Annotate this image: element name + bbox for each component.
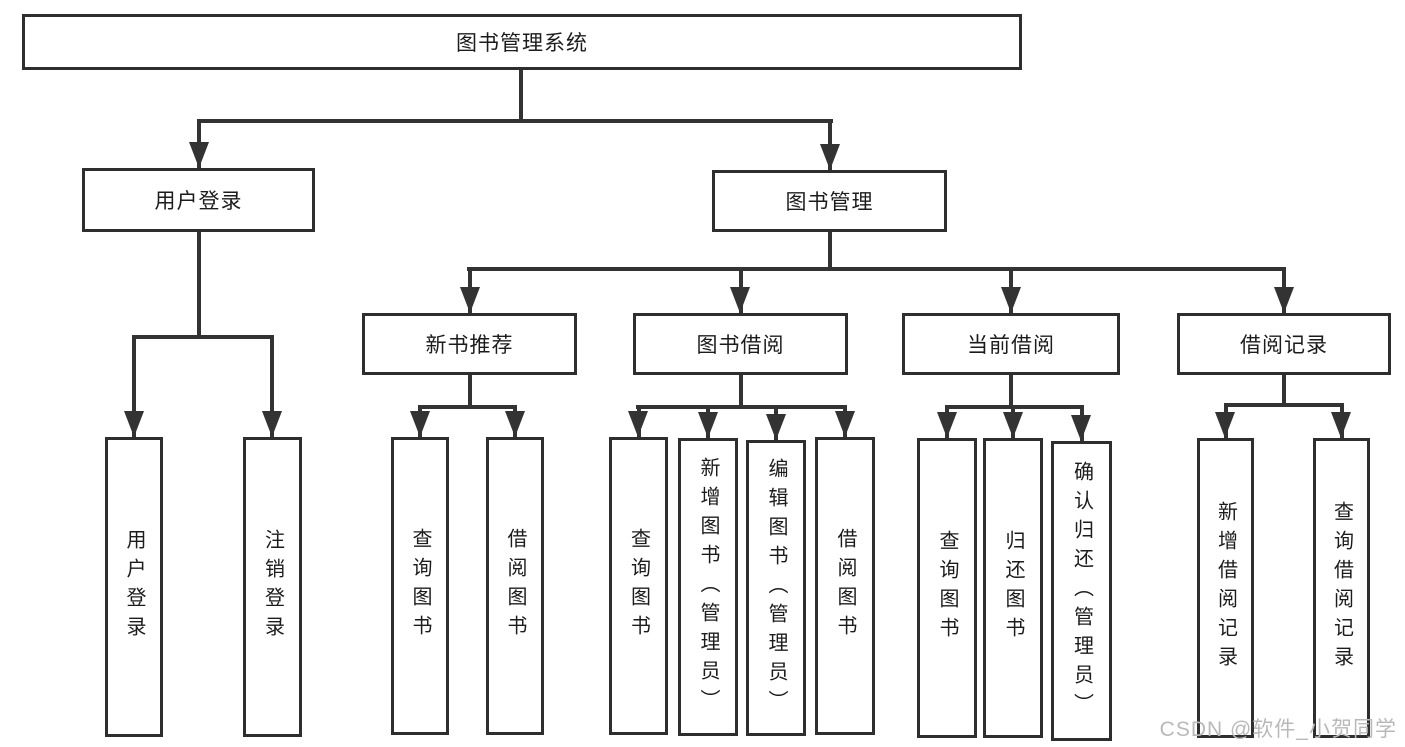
leaf-rec-query-book-label: 查询图书 <box>409 528 431 644</box>
leaf-br-query-record: 查询借阅记录 <box>1313 438 1370 738</box>
node-new-book-rec: 新书推荐 <box>362 313 577 375</box>
down-arrow-cb-query-book <box>937 412 957 438</box>
leaf-bb-add-book: 新增图书（管理员） <box>678 438 738 736</box>
down-arrow-rec-query-book <box>410 411 430 437</box>
leaf-logout-label: 注销登录 <box>261 529 284 645</box>
leaf-user-login-label: 用户登录 <box>123 529 145 645</box>
node-current-borrow-label: 当前借阅 <box>967 334 1055 357</box>
connector-root-branch <box>197 119 833 123</box>
node-book-mgmt-label: 图书管理 <box>785 191 874 214</box>
node-borrow-record-label: 借阅记录 <box>1240 334 1328 357</box>
connector-book-mgmt-stub <box>828 232 832 270</box>
node-book-borrow-label: 图书借阅 <box>696 334 785 357</box>
leaf-bb-query-book: 查询图书 <box>609 437 668 735</box>
node-user-login-label: 用户登录 <box>154 190 243 213</box>
connector-borrow-record-stub <box>1282 375 1286 405</box>
down-arrow-bb-borrow-book <box>835 411 855 437</box>
connector-current-borrow-stub <box>1009 375 1013 407</box>
leaf-bb-edit-book: 编辑图书（管理员） <box>746 440 806 736</box>
leaf-br-add-record-label: 新增借阅记录 <box>1214 501 1237 675</box>
node-root: 图书管理系统 <box>22 14 1022 70</box>
node-borrow-record: 借阅记录 <box>1177 313 1391 375</box>
down-arrow-br-query-record <box>1331 412 1351 438</box>
down-arrow-cb-return-book <box>1003 412 1023 438</box>
leaf-cb-confirm-return-label: 确认归还（管理员） <box>1070 460 1093 722</box>
leaf-rec-query-book: 查询图书 <box>391 437 449 735</box>
leaf-bb-query-book-label: 查询图书 <box>627 528 650 644</box>
down-arrow-br-add-record <box>1215 412 1235 438</box>
leaf-user-login: 用户登录 <box>105 437 163 737</box>
connector-to-login-leaf <box>132 335 136 437</box>
connector-user-login-branch <box>132 335 274 339</box>
leaf-bb-edit-book-label: 编辑图书（管理员） <box>765 457 787 719</box>
node-book-borrow: 图书借阅 <box>633 313 848 375</box>
down-arrow-cb-confirm-return <box>1071 415 1091 441</box>
leaf-br-add-record: 新增借阅记录 <box>1197 438 1254 738</box>
leaf-cb-query-book-label: 查询图书 <box>936 530 958 646</box>
down-arrow-rec-borrow-book <box>505 411 525 437</box>
down-arrow-login-leaf <box>124 411 144 437</box>
connector-root-stub <box>519 70 523 122</box>
connector-new-book-rec-branch <box>418 405 517 409</box>
connector-user-login-stub <box>197 232 201 339</box>
node-root-label: 图书管理系统 <box>456 32 588 55</box>
watermark: CSDN @软件_小贺同学 <box>1159 718 1397 741</box>
down-arrow-book-borrow <box>730 287 750 313</box>
down-arrow-user-login <box>189 142 209 168</box>
leaf-cb-confirm-return: 确认归还（管理员） <box>1051 441 1112 741</box>
leaf-bb-borrow-book-label: 借阅图书 <box>834 528 856 644</box>
leaf-cb-return-book-label: 归还图书 <box>1002 530 1024 646</box>
connector-book-borrow-branch <box>636 405 847 409</box>
leaf-logout: 注销登录 <box>243 437 302 737</box>
down-arrow-new-book-rec <box>460 287 480 313</box>
node-book-mgmt: 图书管理 <box>712 170 947 232</box>
leaf-rec-borrow-book-label: 借阅图书 <box>504 528 526 644</box>
leaf-br-query-record-label: 查询借阅记录 <box>1330 501 1353 675</box>
leaf-cb-return-book: 归还图书 <box>983 438 1043 738</box>
connector-to-logout-leaf <box>270 335 274 437</box>
connector-borrow-record-branch <box>1224 403 1344 407</box>
node-current-borrow: 当前借阅 <box>902 313 1120 375</box>
node-user-login: 用户登录 <box>82 168 315 232</box>
down-arrow-current-borrow <box>1001 287 1021 313</box>
connector-book-borrow-stub <box>739 375 743 407</box>
down-arrow-bb-query-book <box>628 411 648 437</box>
down-arrow-borrow-record <box>1274 287 1294 313</box>
leaf-bb-borrow-book: 借阅图书 <box>815 437 875 735</box>
leaf-bb-add-book-label: 新增图书（管理员） <box>697 456 719 718</box>
connector-book-mgmt-branch <box>467 267 1286 271</box>
down-arrow-book-mgmt <box>820 144 840 170</box>
connector-new-book-rec-stub <box>468 375 472 407</box>
leaf-rec-borrow-book: 借阅图书 <box>486 437 544 735</box>
down-arrow-bb-add-book <box>698 412 718 438</box>
down-arrow-bb-edit-book <box>766 414 786 440</box>
leaf-cb-query-book: 查询图书 <box>917 438 977 738</box>
node-new-book-rec-label: 新书推荐 <box>425 334 514 357</box>
down-arrow-logout-leaf <box>262 411 282 437</box>
